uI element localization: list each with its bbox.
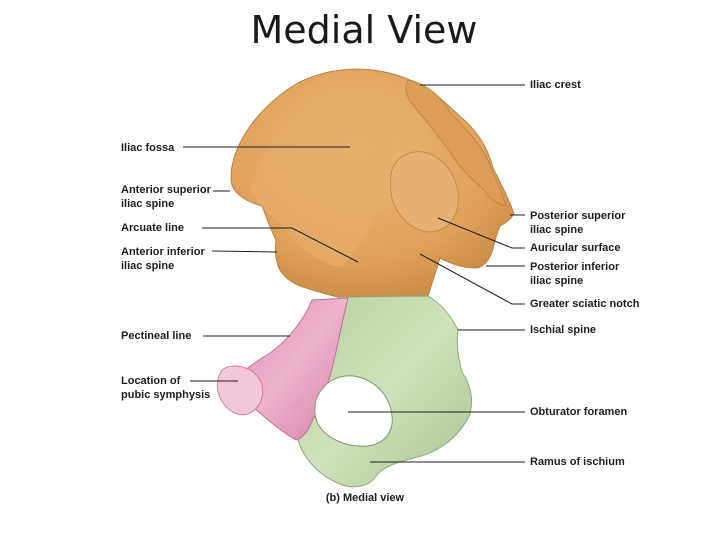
pubic-symphysis-surface [216, 365, 264, 416]
figure-caption: (b) Medial view [325, 492, 405, 504]
iliac-crest-ridge [405, 79, 507, 207]
label-posterior-superior-iliac-spine: Posterior superior iliac spine [530, 210, 625, 237]
auricular-surface [390, 151, 459, 233]
leader-lines-left [183, 146, 359, 382]
obturator-foramen [314, 375, 393, 447]
label-text: Auricular surface [530, 242, 621, 254]
label-ischial-spine: Ischial spine [530, 324, 596, 338]
label-pectineal-line: Pectineal line [121, 330, 191, 344]
leader-lines-right [348, 84, 525, 463]
label-text: Pectineal line [121, 330, 192, 342]
label-auricular-surface: Auricular surface [530, 242, 620, 256]
label-obturator-foramen: Obturator foramen [530, 406, 627, 420]
label-anterior-inferior-iliac-spine: Anterior inferior iliac spine [121, 246, 205, 273]
label-location-of-pubic-symphysis: Location of pubic symphysis [121, 375, 210, 402]
label-text: Anterior superior [121, 184, 211, 196]
label-text: iliac spine [121, 259, 175, 272]
label-greater-sciatic-notch: Greater sciatic notch [530, 298, 639, 312]
label-anterior-superior-iliac-spine: Anterior superior iliac spine [121, 184, 211, 211]
label-posterior-inferior-iliac-spine: Posterior inferior iliac spine [530, 261, 619, 288]
label-arcuate-line: Arcuate line [121, 222, 184, 236]
label-text: Location of [121, 375, 181, 387]
iliac-fossa-shade [250, 95, 393, 268]
label-text: Anterior inferior [121, 246, 205, 258]
page-title: Medial View [250, 8, 478, 52]
label-text: iliac spine [530, 274, 584, 287]
label-text: Ischial spine [530, 324, 597, 336]
label-text: Obturator foramen [530, 406, 628, 418]
label-text: Arcuate line [121, 222, 184, 234]
label-iliac-crest: Iliac crest [530, 79, 581, 93]
label-text: Iliac crest [530, 79, 581, 91]
label-text: iliac spine [530, 223, 584, 236]
label-ramus-of-ischium: Ramus of ischium [530, 456, 625, 470]
label-text: pubic symphysis [121, 388, 211, 401]
label-text: Posterior inferior [530, 261, 620, 273]
label-iliac-fossa: Iliac fossa [121, 142, 174, 156]
label-text: Posterior superior [530, 210, 626, 222]
label-text: Ramus of ischium [530, 456, 625, 468]
label-text: Greater sciatic notch [530, 298, 640, 310]
label-text: Iliac fossa [121, 142, 175, 154]
label-text: iliac spine [121, 197, 175, 210]
